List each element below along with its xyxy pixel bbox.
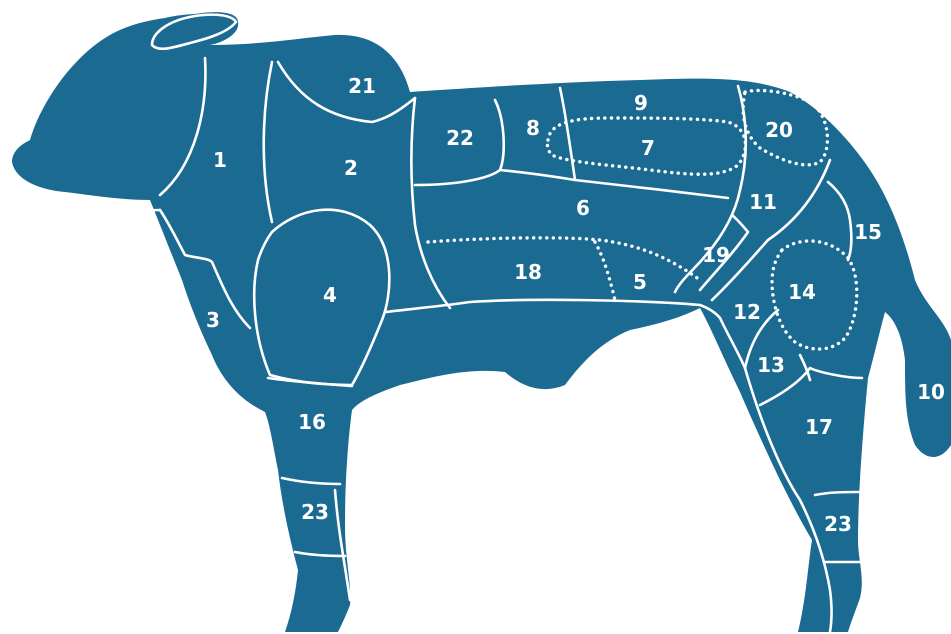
cut-label-5: 5 [633,270,647,294]
cut-label-10: 10 [917,380,945,404]
cattle-silhouette [12,12,951,632]
cut-label-23-rear: 23 [824,512,852,536]
cut-label-17: 17 [805,415,833,439]
cut-label-14: 14 [788,280,816,304]
body-shape [12,14,951,632]
cut-label-11: 11 [749,190,777,214]
cut-label-12: 12 [733,300,761,324]
cut-label-15: 15 [854,220,882,244]
cut-label-9: 9 [634,91,648,115]
cut-label-18: 18 [514,260,542,284]
boundary-3-top [96,210,160,215]
cut-label-7: 7 [641,136,655,160]
cut-label-20: 20 [765,118,793,142]
cut-label-2: 2 [344,156,358,180]
cut-label-22: 22 [446,126,474,150]
cut-label-16: 16 [298,410,326,434]
cut-label-3: 3 [206,308,220,332]
cut-label-13: 13 [757,353,785,377]
cut-label-1: 1 [213,148,227,172]
cut-label-8: 8 [526,116,540,140]
cut-label-19: 19 [702,243,730,267]
cut-label-4: 4 [323,283,337,307]
cut-label-21: 21 [348,74,376,98]
cut-label-23-front: 23 [301,500,329,524]
cut-label-6: 6 [576,196,590,220]
